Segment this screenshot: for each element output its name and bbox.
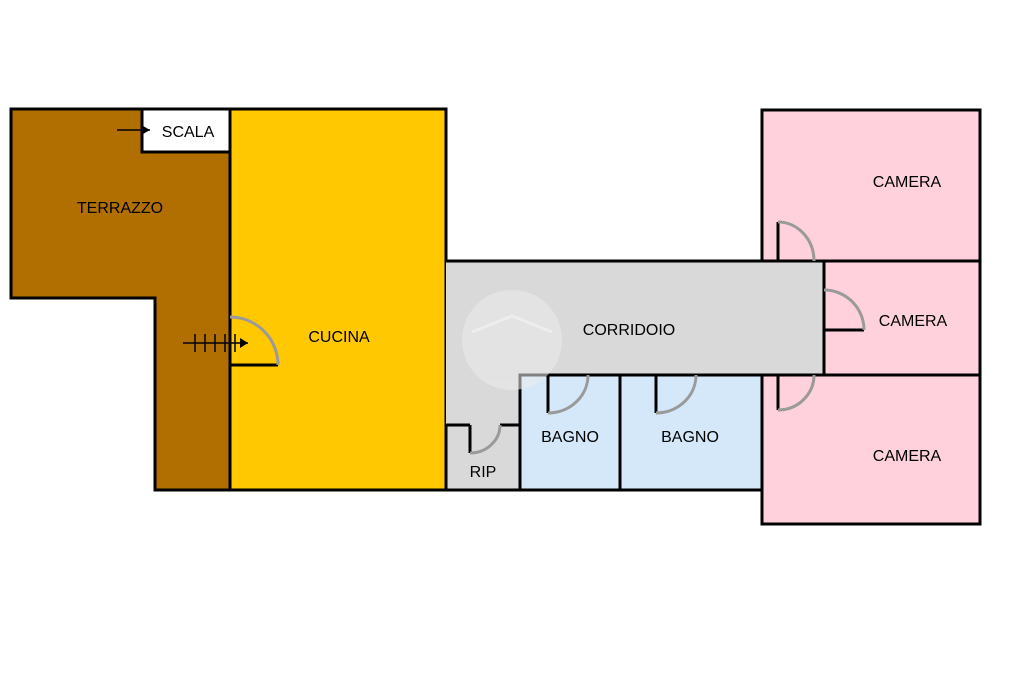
- room-rip: [446, 425, 520, 490]
- watermark-logo-icon: [462, 290, 562, 390]
- door-rip: [468, 424, 502, 455]
- door-camera-1: [776, 220, 816, 262]
- wall-rip-sides: [444, 425, 520, 492]
- label-terrazzo: TERRAZZO: [77, 200, 163, 217]
- room-camera-1: [760, 108, 982, 263]
- room-cucina: [228, 107, 448, 492]
- stair-arrow-icon: [183, 334, 248, 352]
- room-terrazzo: [9, 107, 232, 492]
- door-camera-2: [823, 288, 866, 332]
- door-bagno-2: [654, 374, 698, 415]
- label-bagno-1: BAGNO: [541, 429, 599, 446]
- arrow-right-icon: [117, 126, 150, 134]
- door-bagno-1: [546, 374, 590, 415]
- room-camera-2: [822, 259, 982, 377]
- label-camera-1: CAMERA: [873, 174, 942, 191]
- door-terrazzo-cucina: [229, 315, 280, 367]
- label-camera-3: CAMERA: [873, 448, 942, 465]
- door-camera-3: [776, 374, 816, 412]
- room-bagno-1: [518, 373, 622, 492]
- label-scala: SCALA: [162, 124, 215, 141]
- label-rip: RIP: [470, 464, 497, 481]
- label-bagno-2: BAGNO: [661, 429, 719, 446]
- label-camera-2: CAMERA: [879, 313, 948, 330]
- label-corridoio: CORRIDOIO: [583, 322, 675, 339]
- label-cucina: CUCINA: [308, 329, 370, 346]
- room-camera-3: [760, 373, 982, 526]
